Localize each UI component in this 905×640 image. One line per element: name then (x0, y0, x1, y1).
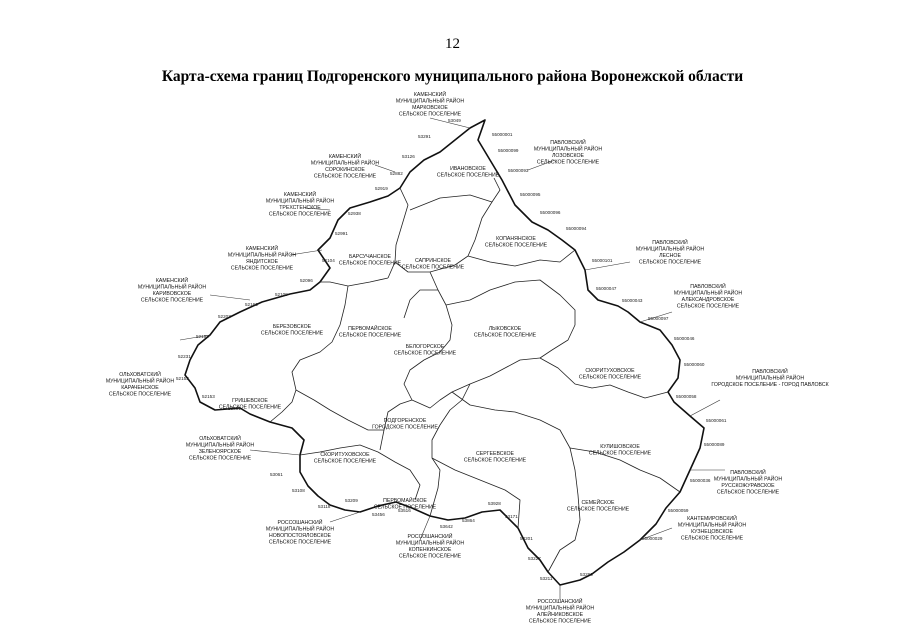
point-code: 55000097 (648, 316, 669, 321)
leader-lines (179, 117, 725, 600)
point-code: 52938 (348, 211, 361, 216)
point-code: 52198 (196, 334, 209, 339)
boundary-point-codes: 53049 53291 53126 52882 52919 52938 5299… (176, 118, 727, 581)
point-code: 52109 (275, 292, 288, 297)
point-code: 55000060 (684, 362, 705, 367)
point-code: 53642 (440, 524, 453, 529)
point-code: 52882 (390, 171, 403, 176)
point-code: 53118 (318, 504, 331, 509)
point-code: 52231 (178, 354, 191, 359)
point-code: 55000096 (540, 210, 561, 215)
point-code: 52153 (202, 394, 215, 399)
point-code: 53209 (345, 498, 358, 503)
point-code: 52203 (218, 314, 231, 319)
point-code: 55000099 (498, 148, 519, 153)
point-code: 52104 (322, 258, 335, 263)
point-code: 55000046 (674, 336, 695, 341)
point-code: 55000029 (642, 536, 663, 541)
point-code: 55000095 (520, 192, 541, 197)
point-code: 55000093 (508, 168, 529, 173)
point-code: 53061 (270, 472, 283, 477)
map-title: Карта-схема границ Подгоренского муницип… (161, 68, 744, 85)
point-code: 55000061 (706, 418, 727, 423)
point-code: 52153 (176, 376, 189, 381)
point-code: 53211 (540, 576, 553, 581)
point-code: 55000036 (690, 478, 711, 483)
point-code: 55000094 (566, 226, 587, 231)
internal-boundaries (269, 177, 681, 573)
point-code: 55000047 (596, 286, 617, 291)
point-code: 55000043 (622, 298, 643, 303)
point-code: 52991 (335, 231, 348, 236)
point-code: 55000089 (704, 442, 725, 447)
point-code: 55000101 (592, 258, 613, 263)
page-number: 12 (445, 36, 460, 52)
point-code: 53290 (580, 572, 593, 577)
point-code: 53171 (505, 514, 518, 519)
point-code: 53928 (488, 501, 501, 506)
point-code: 53031 (228, 406, 241, 411)
point-code: 55000059 (668, 508, 689, 513)
point-code: 52166 (245, 302, 258, 307)
point-code: 53201 (520, 536, 533, 541)
point-code: 53227 (528, 556, 541, 561)
point-code: 55000001 (492, 132, 513, 137)
point-code: 53456 (372, 512, 385, 517)
point-code: 53049 (448, 118, 461, 123)
point-code: 53108 (292, 488, 305, 493)
point-code: 53864 (462, 518, 475, 523)
point-code: 52096 (300, 278, 313, 283)
point-code: 52919 (375, 186, 388, 191)
point-code: 53126 (402, 154, 415, 159)
point-code: 55000058 (676, 394, 697, 399)
point-code: 53516 (398, 508, 411, 513)
point-code: 53291 (418, 134, 431, 139)
